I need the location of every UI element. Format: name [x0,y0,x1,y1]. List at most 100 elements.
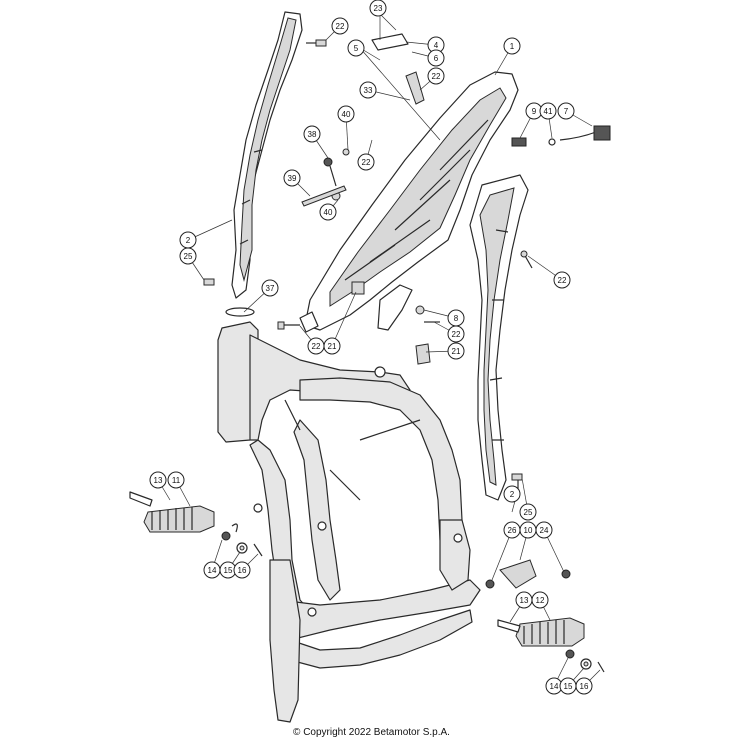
callout-label: 23 [374,4,383,13]
callout-label: 25 [524,508,533,517]
callout-circle [535,521,553,539]
callout-label: 41 [544,107,553,116]
callout-33: 33 [359,81,377,99]
callout-circle [369,0,387,17]
callout-circle [337,105,355,123]
callout-label: 13 [520,596,529,605]
callout-label: 40 [324,208,333,217]
callout-21: 21 [447,342,465,360]
callout-label: 15 [224,566,233,575]
callout-16: 16 [233,561,251,579]
callout-label: 13 [154,476,163,485]
callout-11: 11 [167,471,185,489]
callout-circle [515,591,533,609]
footpeg-right [497,617,605,673]
callout-label: 40 [342,110,351,119]
callout-label: 24 [540,526,549,535]
left-side-panel [231,11,303,299]
callout-circle [167,471,185,489]
callout-label: 11 [172,476,181,485]
callout-label: 21 [328,342,337,351]
callout-13: 13 [515,591,533,609]
callout-40: 40 [337,105,355,123]
callout-22: 22 [447,325,465,343]
callout-label: 26 [508,526,517,535]
callout-label: 2 [186,236,191,245]
callout-circle [575,677,593,695]
callout-41: 41 [539,102,557,120]
callout-label: 22 [432,72,441,81]
copyright-text: © Copyright 2022 Betamotor S.p.A. [293,727,450,738]
callout-22: 22 [331,17,349,35]
callout-circle [427,67,445,85]
callout-label: 2 [510,490,515,499]
callout-circle [179,247,197,265]
callout-circle [539,102,557,120]
callout-label: 7 [564,107,569,116]
callout-25: 25 [519,503,537,521]
callout-circle [427,49,445,67]
callout-circle [331,17,349,35]
callout-label: 22 [362,158,371,167]
callout-circle [447,342,465,360]
callout-8: 8 [447,309,465,327]
callout-38: 38 [303,125,321,143]
callout-14: 14 [203,561,221,579]
callout-label: 14 [208,566,217,575]
callout-22: 22 [307,337,325,355]
callout-circle [347,39,365,57]
callout-15: 15 [559,677,577,695]
callout-circle [319,203,337,221]
callout-22: 22 [427,67,445,85]
callout-circle [503,37,521,55]
callout-22: 22 [553,271,571,289]
callout-37: 37 [261,279,279,297]
callout-6: 6 [427,49,445,67]
callout-label: 38 [308,130,317,139]
callout-label: 16 [238,566,247,575]
callout-label: 37 [266,284,275,293]
callout-5: 5 [347,39,365,57]
callout-7: 7 [557,102,575,120]
callout-label: 22 [452,330,461,339]
callout-circle [503,485,521,503]
callout-circle [553,271,571,289]
callout-9: 9 [525,102,543,120]
footpeg-left [129,491,263,557]
callout-label: 22 [558,276,567,285]
right-side-panel [469,174,529,501]
callout-label: 8 [454,314,459,323]
callout-23: 23 [369,0,387,17]
callout-12: 12 [531,591,549,609]
callout-circle [261,279,279,297]
callout-label: 9 [532,107,537,116]
callout-circle [359,81,377,99]
callout-circle [283,169,301,187]
callout-circle [557,102,575,120]
callout-2: 2 [179,231,197,249]
callout-group: 1224567891011121313141415151616212122222… [149,0,593,695]
callout-label: 10 [524,526,533,535]
callout-circle [357,153,375,171]
main-frame [217,321,481,723]
small-parts [203,33,611,589]
callout-label: 22 [312,342,321,351]
callout-label: 25 [184,252,193,261]
callout-circle [307,337,325,355]
callout-label: 12 [536,596,545,605]
callout-label: 1 [510,42,515,51]
callout-21: 21 [323,337,341,355]
callout-label: 15 [564,682,573,691]
callout-label: 33 [364,86,373,95]
callout-label: 22 [336,22,345,31]
callout-label: 6 [434,54,439,63]
callout-26: 26 [503,521,521,539]
callout-label: 16 [580,682,589,691]
callout-label: 4 [434,41,439,50]
callout-circle [233,561,251,579]
callout-label: 21 [452,347,461,356]
rear-subframe [299,71,519,333]
callout-25: 25 [179,247,197,265]
callout-1: 1 [503,37,521,55]
